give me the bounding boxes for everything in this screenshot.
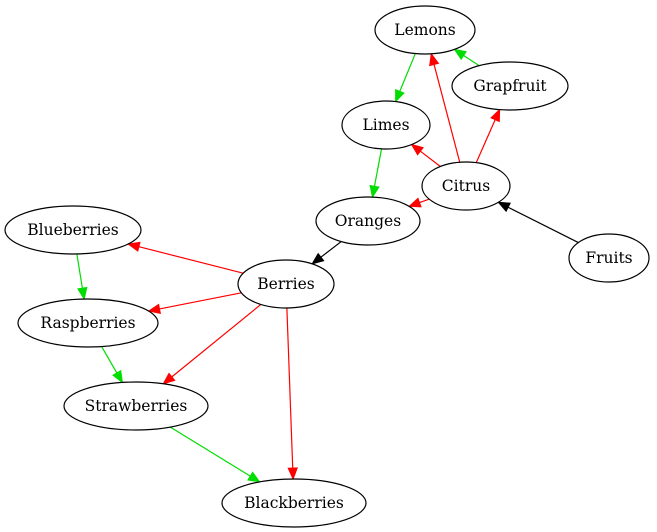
edge-arrowhead — [453, 48, 467, 61]
node-ellipse — [63, 381, 209, 431]
edge-line — [138, 246, 244, 274]
node-ellipse — [421, 161, 511, 211]
edge-arrowhead — [112, 369, 124, 384]
edge-arrowhead — [77, 286, 88, 301]
edge-arrowhead — [247, 471, 261, 483]
edge-citrus-to-lemons — [429, 52, 461, 163]
node-fruits: Fruits — [568, 233, 650, 283]
edge-line — [76, 253, 83, 289]
node-label: Limes — [362, 116, 409, 134]
node-label: Oranges — [335, 212, 401, 230]
edge-raspberries-to-strawberries — [101, 346, 124, 384]
edge-arrowhead — [147, 303, 161, 314]
node-berries: Berries — [237, 259, 335, 309]
node-blackberries: Blackberries — [221, 478, 367, 528]
edge-line — [463, 54, 480, 67]
node-strawberries: Strawberries — [63, 381, 209, 431]
node-blueberries: Blueberries — [4, 205, 142, 255]
node-ellipse — [341, 100, 431, 150]
edge-line — [171, 303, 262, 378]
edge-line — [159, 292, 242, 310]
edge-line — [170, 426, 251, 477]
node-ellipse — [237, 259, 335, 309]
node-lemons: Lemons — [374, 5, 476, 55]
node-label: Fruits — [585, 249, 632, 267]
edge-arrowhead — [407, 197, 422, 208]
node-label: Raspberries — [40, 314, 135, 332]
edge-arrowhead — [162, 372, 176, 385]
edge-arrowhead — [369, 184, 380, 199]
node-limes: Limes — [341, 100, 431, 150]
edge-line — [373, 148, 383, 187]
node-ellipse — [315, 196, 421, 246]
edge-berries-to-blueberries — [126, 241, 244, 274]
edge-line — [399, 53, 416, 92]
edge-arrowhead — [490, 108, 501, 123]
edge-line — [507, 206, 579, 244]
edge-line — [320, 241, 342, 258]
edge-line — [419, 150, 441, 167]
nodes-layer: LemonsGrapfruitLimesCitrusOrangesFruitsB… — [4, 5, 650, 528]
edge-arrowhead — [410, 143, 424, 156]
node-ellipse — [451, 61, 569, 111]
edge-arrowhead — [395, 88, 405, 103]
edge-berries-to-raspberries — [147, 292, 242, 314]
node-label: Grapfruit — [473, 77, 547, 95]
edge-grapfruit-to-lemons — [453, 48, 480, 67]
edge-line — [433, 64, 461, 163]
node-label: Berries — [257, 275, 315, 293]
node-oranges: Oranges — [315, 196, 421, 246]
edge-blueberries-to-raspberries — [76, 253, 88, 301]
node-raspberries: Raspberries — [17, 298, 159, 348]
node-citrus: Citrus — [421, 161, 511, 211]
edge-line — [419, 198, 430, 204]
edge-arrowhead — [497, 201, 511, 213]
edge-lemons-to-limes — [395, 53, 416, 103]
edge-oranges-to-berries — [311, 241, 342, 265]
node-grapfruit: Grapfruit — [451, 61, 569, 111]
edge-citrus-to-oranges — [407, 197, 430, 208]
edge-berries-to-strawberries — [162, 303, 262, 385]
node-ellipse — [221, 478, 367, 528]
node-ellipse — [4, 205, 142, 255]
edge-citrus-to-grapfruit — [475, 108, 501, 163]
edge-berries-to-blackberries — [286, 307, 298, 481]
node-ellipse — [374, 5, 476, 55]
edge-line — [286, 307, 294, 469]
node-label: Lemons — [394, 21, 455, 39]
node-label: Strawberries — [85, 397, 188, 415]
node-label: Citrus — [442, 177, 490, 195]
edge-arrowhead — [126, 241, 141, 252]
edge-line — [475, 119, 496, 163]
edge-arrowhead — [287, 467, 298, 481]
node-ellipse — [568, 233, 650, 283]
edge-line — [101, 346, 118, 374]
edges-layer — [76, 48, 579, 483]
edge-limes-to-oranges — [369, 148, 383, 199]
edge-citrus-to-limes — [410, 143, 441, 167]
edge-fruits-to-citrus — [497, 201, 579, 244]
node-ellipse — [17, 298, 159, 348]
edge-strawberries-to-blackberries — [170, 426, 261, 483]
node-label: Blackberries — [244, 494, 344, 512]
edge-arrowhead — [311, 252, 325, 265]
node-label: Blueberries — [27, 221, 119, 239]
edge-arrowhead — [429, 52, 440, 67]
